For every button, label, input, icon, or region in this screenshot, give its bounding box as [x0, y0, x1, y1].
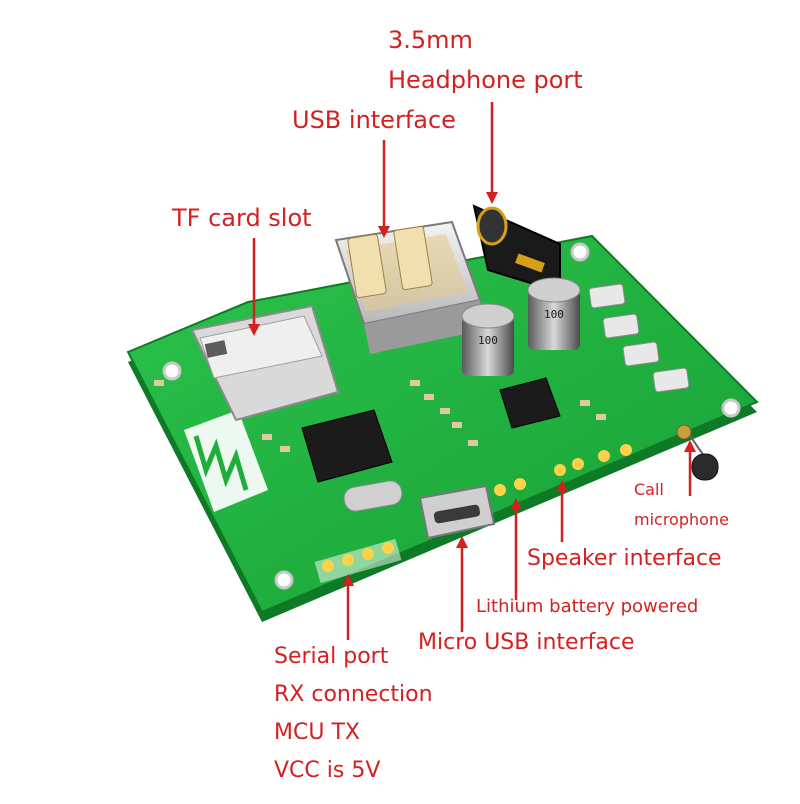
pointer-lines [248, 102, 696, 640]
headphone-label-line2: Headphone port [388, 66, 583, 94]
tf-card-slot [190, 304, 340, 422]
header-pads [314, 444, 632, 584]
serial-label-line3: MCU TX [274, 720, 360, 745]
svg-text:100: 100 [478, 334, 498, 347]
mount-hole [274, 570, 294, 590]
mount-hole [721, 398, 741, 418]
serial-label-line1: Serial port [274, 644, 389, 669]
call-mic-label-line1: Call [634, 480, 664, 499]
capacitors: 100 100 [461, 277, 581, 376]
speaker-label: Speaker interface [527, 546, 722, 571]
push-buttons [588, 283, 690, 393]
micro-usb-socket [418, 484, 496, 540]
mount-hole [162, 361, 182, 381]
svg-text:100: 100 [544, 308, 564, 321]
serial-label-line2: RX connection [274, 682, 433, 707]
integrated-circuits [301, 377, 561, 512]
microphone-capsule [676, 424, 719, 481]
headphone-label-line1: 3.5mm [388, 26, 473, 54]
call-mic-label-line2: microphone [634, 510, 729, 529]
usb-label: USB interface [292, 106, 456, 134]
smd-components [154, 380, 606, 452]
lithium-label: Lithium battery powered [476, 596, 699, 617]
tf-card-label: TF card slot [172, 204, 312, 232]
usb-a-socket [334, 220, 484, 354]
mount-hole [570, 242, 590, 262]
serial-label-line4: VCC is 5V [274, 758, 381, 783]
micro-usb-label: Micro USB interface [418, 630, 635, 655]
bluetooth-antenna [184, 410, 268, 512]
